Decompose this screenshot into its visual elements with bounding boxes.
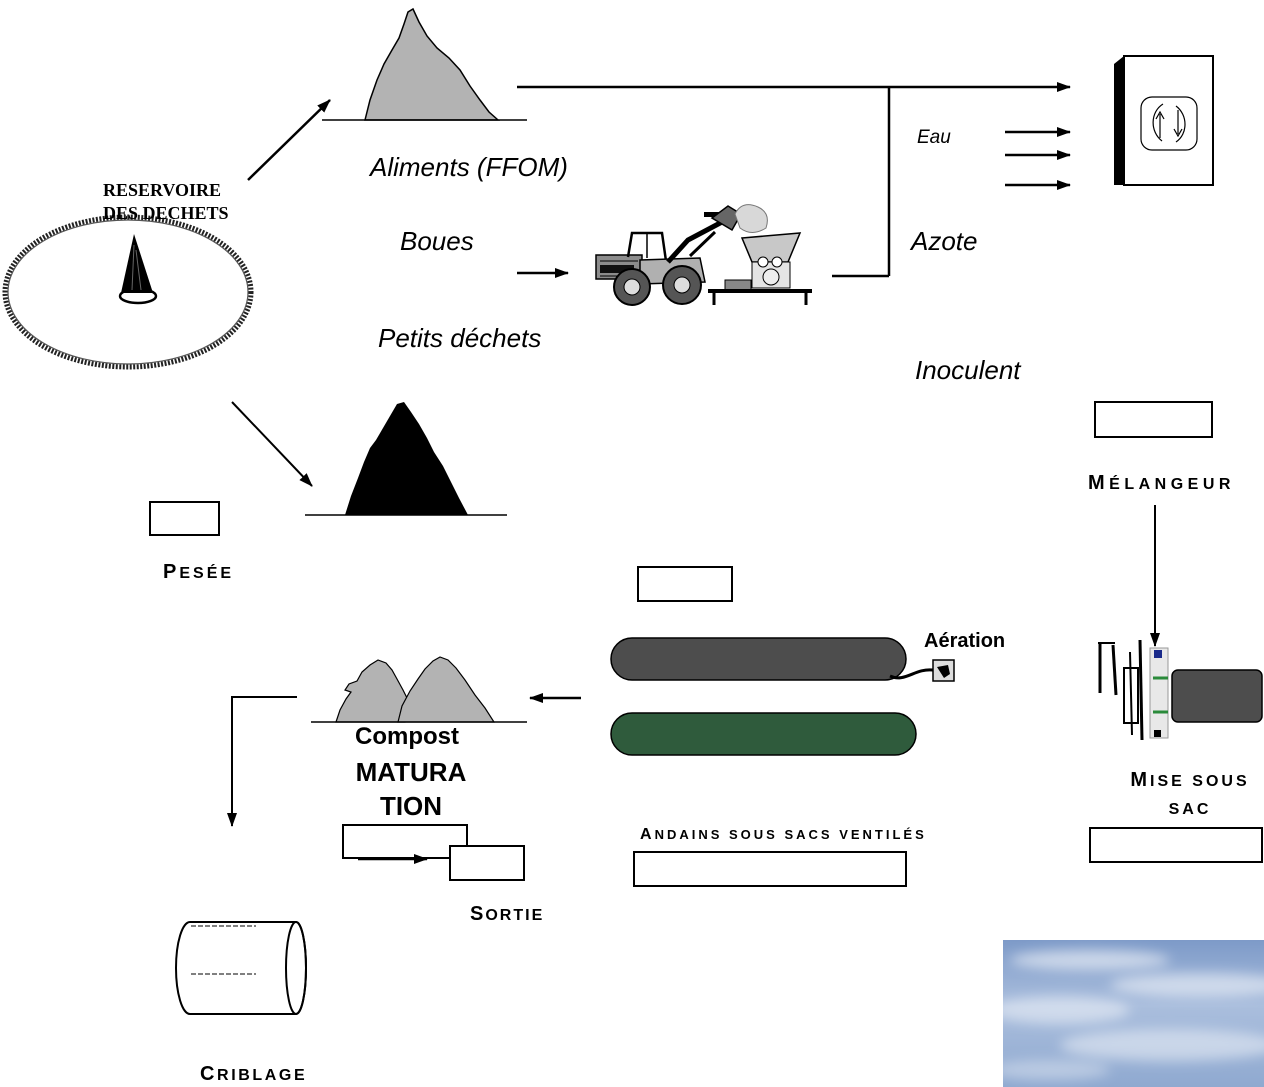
label-compost: Compost — [355, 723, 459, 750]
shredder-hopper — [740, 232, 802, 263]
mise-sous-sac-box — [1089, 827, 1263, 863]
label-inoculent: Inoculent — [915, 355, 1021, 385]
label-aliments: Aliments (FFOM) — [370, 152, 568, 182]
arrow-compost-to-screening — [227, 696, 297, 827]
reservoir-cone — [121, 234, 153, 293]
label-eau: Eau — [917, 127, 951, 148]
andains-box — [633, 851, 907, 887]
reservoir-cone-stripe — [131, 244, 135, 291]
waste-reservoir — [2, 214, 254, 370]
label-melangeur: MÉLANGEUR — [1088, 472, 1235, 494]
dirt-cloud — [734, 204, 768, 233]
ventilated-windrow-dark — [610, 637, 907, 681]
label-boues: Boues — [400, 226, 474, 256]
label-petits-dechets: Petits déchets — [378, 323, 542, 353]
small-waste-pile — [345, 402, 468, 515]
label-mise-sous-sac: MISE SOUS SAC — [1130, 769, 1250, 818]
screening-drum — [175, 921, 307, 1015]
mixer-machine — [1114, 55, 1214, 186]
pesee-box — [149, 501, 220, 536]
mixer-side-face — [1114, 56, 1124, 185]
sky-photo — [1003, 940, 1264, 1087]
rotate-icon — [1152, 103, 1186, 143]
label-andains: ANDAINS SOUS SACS VENTILÉS — [640, 826, 927, 843]
mixer-panel — [1140, 96, 1198, 151]
arrow-reservoir-to-small-waste-pile — [231, 401, 313, 487]
reservoir-cone-stripe — [135, 249, 142, 291]
label-azote: Azote — [911, 226, 978, 256]
food-waste-pile — [364, 7, 500, 121]
aeration-box — [637, 566, 733, 602]
compost-pile-left — [335, 659, 410, 723]
sortie-box — [449, 845, 525, 881]
bagging-machine — [1098, 639, 1263, 741]
reservoir-rim — [2, 214, 254, 370]
loader-truck-illustration — [595, 204, 812, 306]
label-sortie: SORTIE — [470, 903, 545, 925]
melangeur-box — [1094, 401, 1213, 438]
maturation-box — [342, 824, 468, 859]
bag-block — [1171, 669, 1263, 723]
aeration-hose — [889, 659, 955, 682]
label-aeration: Aération — [924, 630, 1006, 652]
label-pesee: PESÉE — [163, 561, 235, 583]
arrow-reservoir-to-food-pile — [247, 99, 331, 181]
reservoir-rim-inner — [7, 219, 249, 365]
label-criblage: CRIBLAGE — [200, 1063, 308, 1085]
reservoir-label: RESERVOIRE DES DECHETS — [103, 180, 229, 223]
ventilated-windrow-green — [610, 712, 917, 756]
label-maturation: MATURATION — [355, 757, 467, 821]
compost-pile-right — [397, 656, 496, 723]
